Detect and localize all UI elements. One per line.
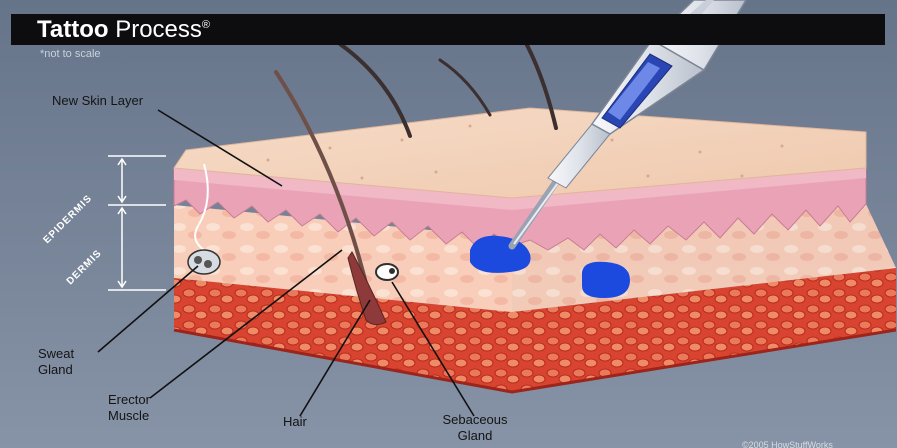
scale-note: *not to scale [40,46,101,62]
diagram-title: Tattoo Process® [37,16,210,44]
sebaceous-gland [376,264,398,280]
label-hair: Hair [283,414,307,430]
label-erector-muscle: Erector Muscle [108,392,168,424]
label-new-skin-layer: New Skin Layer [52,93,143,109]
copyright-text: ©2005 HowStuffWorks [742,437,833,448]
title-bold: Tattoo [37,16,109,43]
title-bar: Tattoo Process® [11,14,885,45]
title-mark: ® [202,19,210,31]
label-sebaceous-gland: Sebaceous Gland [430,412,520,444]
ink-deposit-right [582,262,630,298]
label-sweat-gland: Sweat Gland [38,346,98,378]
title-rest: Process [109,16,202,43]
